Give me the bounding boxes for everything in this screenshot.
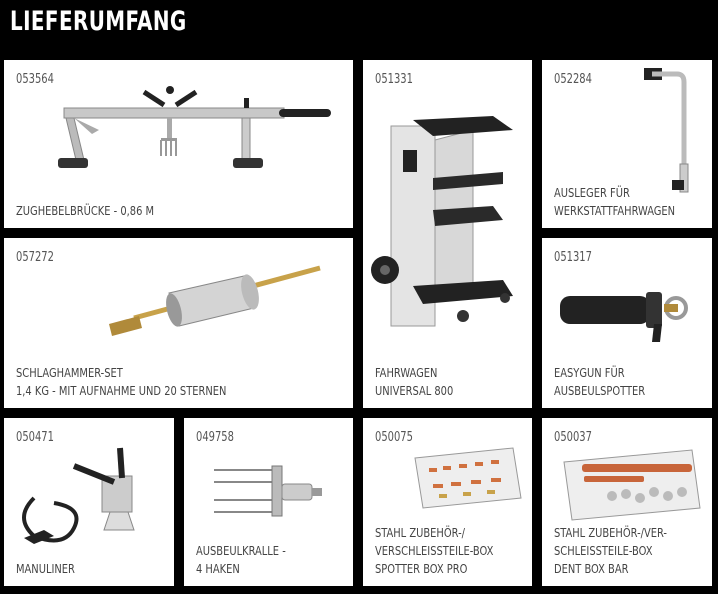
product-label: STAHL ZUBEHÖR-/VER- SCHLEISSTEILE-BOX DE… <box>554 525 667 576</box>
product-code: 049758 <box>196 430 234 445</box>
product-card-049758[interactable]: 049758 AUSBEULKRALLE - 4 HAKEN <box>184 418 353 586</box>
product-card-053564[interactable]: 053564 ZUGHEBELBRÜCKE - 0,86 M <box>4 60 353 228</box>
product-card-052284[interactable]: 052284 AUSLEGER FÜR WERKSTATTFAHRWAGEN <box>542 60 712 228</box>
product-code: 052284 <box>554 72 592 87</box>
product-label: STAHL ZUBEHÖR-/ VERSCHLEISSTEILE-BOX SPO… <box>375 525 494 576</box>
product-code: 057272 <box>16 250 54 265</box>
product-card-051317[interactable]: 051317 EASYGUN FÜR AUSBEULSPOTTER <box>542 238 712 408</box>
spotter-gun-image <box>560 292 688 342</box>
product-code: 050037 <box>554 430 592 445</box>
product-code: 051331 <box>375 72 413 87</box>
product-code: 053564 <box>16 72 54 87</box>
product-code: 050075 <box>375 430 413 445</box>
product-card-057272[interactable]: 057272 SCHLAGHAMMER-SET 1,4 KG - MIT AUF… <box>4 238 353 408</box>
trolley-image <box>371 116 513 327</box>
dent-box-bar-image <box>563 449 701 521</box>
product-card-051331[interactable]: 051331 FAHRWAGEN UNIVERSAL 800 <box>363 60 532 408</box>
product-label: FAHRWAGEN UNIVERSAL 800 <box>375 365 454 398</box>
product-label: SCHLAGHAMMER-SET 1,4 KG - MIT AUFNAHME U… <box>16 365 227 398</box>
pull-bridge-image <box>58 86 331 168</box>
product-code: 051317 <box>554 250 592 265</box>
spotter-box-pro-image <box>414 447 522 509</box>
product-label: AUSBEULKRALLE - 4 HAKEN <box>196 543 286 576</box>
product-label: MANULINER <box>16 561 75 576</box>
manuliner-image <box>22 447 135 544</box>
product-code: 050471 <box>16 430 54 445</box>
product-card-050471[interactable]: 050471 MANULINER <box>4 418 174 586</box>
boom-arm-image <box>644 68 689 193</box>
dent-claw-image <box>214 465 322 517</box>
page-title: LIEFERUMFANG <box>10 6 187 37</box>
product-card-050075[interactable]: 050075 STAHL ZUBEHÖR-/ VERSCHLEISSTEILE-… <box>363 418 532 586</box>
product-label: EASYGUN FÜR AUSBEULSPOTTER <box>554 365 646 398</box>
product-label: ZUGHEBELBRÜCKE - 0,86 M <box>16 203 155 218</box>
product-label: AUSLEGER FÜR WERKSTATTFAHRWAGEN <box>554 185 676 218</box>
product-card-050037[interactable]: 050037 STAHL ZUBEHÖR-/VER- SCHLEISSTEILE… <box>542 418 712 586</box>
slide-hammer-image <box>109 265 321 336</box>
